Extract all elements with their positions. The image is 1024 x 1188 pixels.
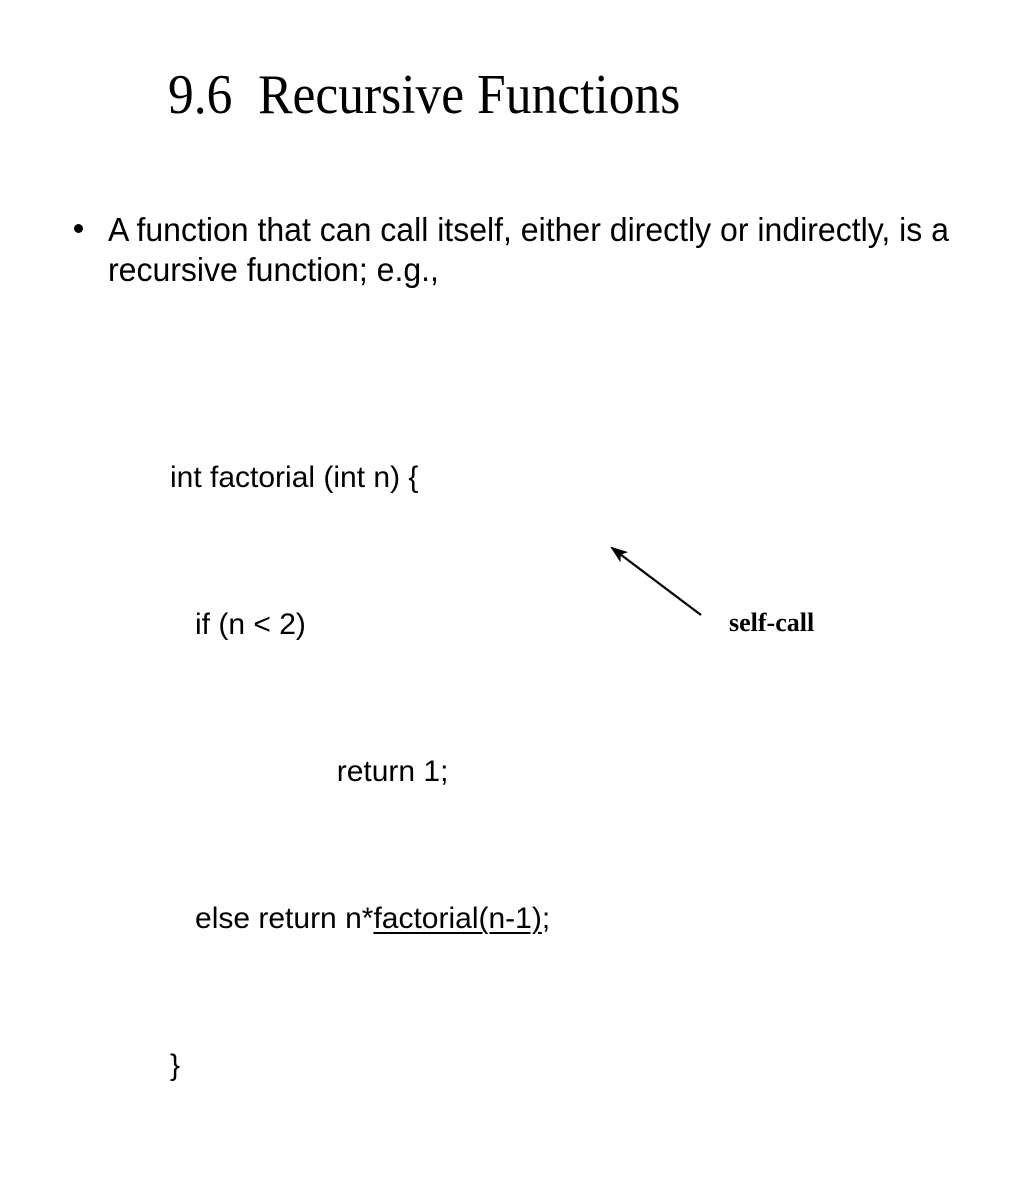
code-line-else-return: else return n*factorial(n-1); <box>170 894 550 943</box>
code-else-prefix: else return n* <box>170 902 374 935</box>
bullet-list: A function that can call itself, either … <box>68 210 998 290</box>
code-line-if: if (n < 2) <box>170 608 306 641</box>
bullet-item-label: A function that can call itself, either … <box>108 211 949 288</box>
page-title: 9.6 Recursive Functions <box>168 64 681 126</box>
code-line-return-base: return 1; <box>170 755 449 788</box>
list-item: A function that can call itself, either … <box>68 210 998 290</box>
code-block: int factorial (int n) { if (n < 2) retur… <box>170 355 550 1188</box>
annotation-label-self-call: self-call <box>729 608 815 637</box>
slide-canvas: 9.6 Recursive Functions A function that … <box>68 64 998 1082</box>
bullet-dot-icon <box>74 224 83 233</box>
code-self-call-highlight: factorial(n-1) <box>373 902 542 935</box>
code-line-signature: int factorial (int n) { <box>170 461 419 494</box>
code-line-close-brace: } <box>170 1049 181 1082</box>
code-else-suffix: ; <box>541 902 551 935</box>
arrow-up-left-icon <box>610 546 702 616</box>
